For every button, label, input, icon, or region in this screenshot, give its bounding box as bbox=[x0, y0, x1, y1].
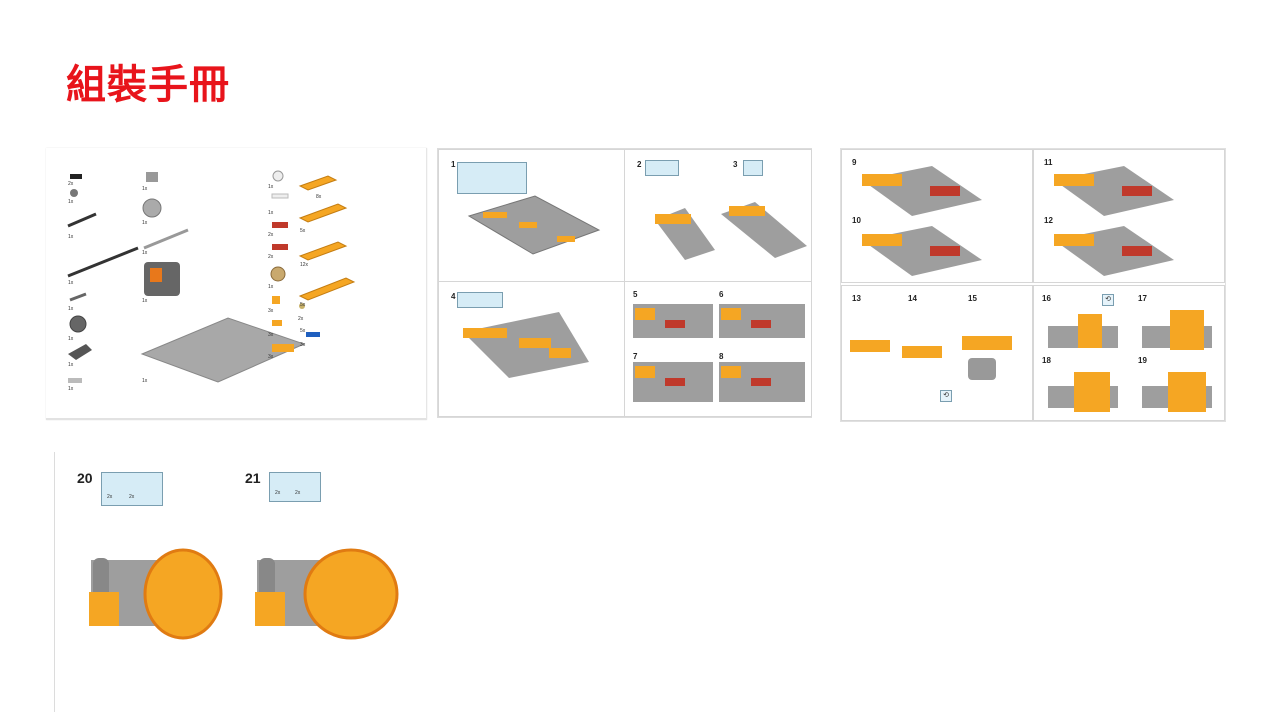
part-qty: 1x bbox=[68, 280, 74, 286]
step-number: 1 bbox=[451, 160, 456, 169]
step-number: 9 bbox=[852, 158, 857, 167]
part-qty: 2x bbox=[268, 254, 274, 260]
step-number: 7 bbox=[633, 352, 638, 361]
part-qty: 1x bbox=[142, 220, 148, 226]
part-qty: 3x bbox=[268, 354, 274, 360]
callout-qty: 2x bbox=[129, 494, 135, 500]
step-number: 16 bbox=[1042, 294, 1051, 303]
part-qty: 5x bbox=[300, 228, 306, 234]
step-cell-1: 1 bbox=[438, 149, 626, 283]
step-number: 3 bbox=[733, 160, 738, 169]
callout-qty: 2x bbox=[275, 490, 281, 496]
part-qty: 1x bbox=[142, 186, 148, 192]
step-number: 4 bbox=[451, 292, 456, 301]
part-qty: 5x bbox=[300, 328, 306, 334]
steps-page-9-19: 9 10 11 12 13 14 15 ⟲ 16 17 18 19 ⟲ bbox=[840, 148, 1226, 422]
step-cell-2-3: 2 3 bbox=[624, 149, 812, 283]
axle-short-part bbox=[67, 212, 97, 228]
step-cell-11-12: 11 12 bbox=[1033, 149, 1225, 283]
step-number: 18 bbox=[1042, 356, 1051, 365]
step-cell-13-15: 13 14 15 ⟲ bbox=[841, 285, 1033, 421]
parts-callout bbox=[743, 160, 763, 176]
parts-callout bbox=[269, 472, 321, 502]
part-qty: 3x bbox=[268, 332, 274, 338]
part-qty: 1x bbox=[68, 306, 74, 312]
bush-part bbox=[70, 189, 78, 197]
part-qty: 1x bbox=[142, 250, 148, 256]
part-qty: 1x bbox=[68, 234, 74, 240]
gear-large-part bbox=[142, 198, 162, 218]
rotate-icon: ⟲ bbox=[1102, 294, 1114, 306]
part-qty: 8x bbox=[316, 194, 322, 200]
step-number: 21 bbox=[245, 470, 261, 486]
part-qty: 1x bbox=[142, 378, 148, 384]
step-number: 6 bbox=[719, 290, 724, 299]
step-number: 19 bbox=[1138, 356, 1147, 365]
callout-qty: 2x bbox=[107, 494, 113, 500]
part-qty: 3x bbox=[268, 308, 274, 314]
step-cell-16-19: 16 17 18 19 ⟲ bbox=[1033, 285, 1225, 421]
part-qty: 3x bbox=[300, 342, 306, 348]
gear-part bbox=[69, 315, 87, 333]
part-qty: 2x bbox=[268, 232, 274, 238]
pin-part bbox=[69, 292, 87, 302]
assembled-model-illustration bbox=[89, 548, 399, 640]
steps-page-1-8: 1 2 3 4 5 6 7 8 bbox=[437, 148, 812, 418]
rotate-icon: ⟲ bbox=[940, 390, 952, 402]
parts-callout bbox=[101, 472, 163, 506]
part-qty: 1x bbox=[268, 284, 274, 290]
step-number: 8 bbox=[719, 352, 724, 361]
step-number: 12 bbox=[1044, 216, 1053, 225]
part-qty: 1x bbox=[268, 210, 274, 216]
part-qty: 1x bbox=[68, 362, 74, 368]
baseplate-part bbox=[140, 317, 306, 383]
step-number: 10 bbox=[852, 216, 861, 225]
steps-page-20-21: 20 2x 2x 21 2x 2x bbox=[54, 452, 475, 712]
step-number: 5 bbox=[633, 290, 638, 299]
blue-pin-part bbox=[306, 332, 320, 337]
step-number: 20 bbox=[77, 470, 93, 486]
parts-callout bbox=[645, 160, 679, 176]
callout-qty: 2x bbox=[295, 490, 301, 496]
page-title: 組裝手冊 bbox=[66, 62, 230, 108]
part-qty: 12x bbox=[300, 262, 309, 268]
crank-part bbox=[68, 344, 92, 360]
part-qty: 1x bbox=[68, 386, 74, 392]
parts-callout bbox=[457, 292, 503, 308]
part-qty: 1x bbox=[142, 298, 148, 304]
step-number: 11 bbox=[1044, 158, 1053, 167]
step-cell-5-8: 5 6 7 8 bbox=[624, 281, 812, 417]
step-cell-4: 4 bbox=[438, 281, 626, 417]
axle-long-part bbox=[67, 246, 139, 278]
axle-grey-part bbox=[143, 228, 189, 250]
step-number: 17 bbox=[1138, 294, 1147, 303]
part-qty: 2x bbox=[68, 181, 74, 187]
parts-illustration bbox=[67, 170, 356, 383]
parts-list-page: 2x 1x 1x 1x 1x 1x 1x 1x 1x 1x 1x 1x 1x 1… bbox=[46, 148, 427, 420]
step-number: 14 bbox=[908, 294, 917, 303]
part-qty: 1x bbox=[268, 184, 274, 190]
step-number: 15 bbox=[968, 294, 977, 303]
wheel-part bbox=[272, 170, 284, 182]
part-qty: 1x bbox=[68, 199, 74, 205]
part-qty: 1x bbox=[68, 336, 74, 342]
axle-connector-part bbox=[70, 174, 82, 179]
part-qty: 2x bbox=[298, 316, 304, 322]
part-qty: 5x bbox=[300, 302, 306, 308]
parts-callout bbox=[457, 162, 527, 194]
step-number: 2 bbox=[637, 160, 642, 169]
bush-grey-part bbox=[68, 378, 82, 383]
step-number: 13 bbox=[852, 294, 861, 303]
step-cell-9-10: 9 10 bbox=[841, 149, 1033, 283]
worm-gear-part bbox=[146, 172, 158, 182]
